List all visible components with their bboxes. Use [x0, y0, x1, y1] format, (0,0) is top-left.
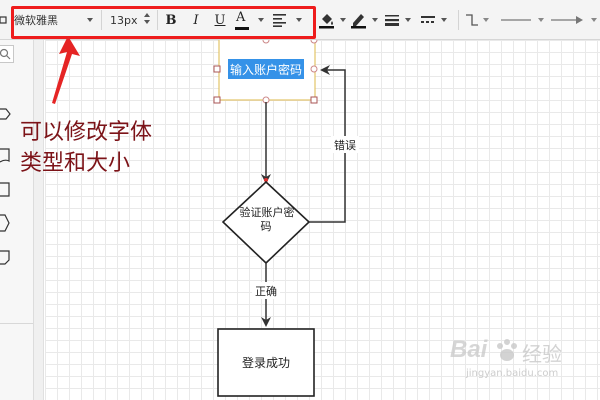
chevron-down-icon [87, 18, 93, 22]
connection-point [264, 178, 268, 182]
arrow-right-icon [551, 16, 583, 24]
input-box-label: 输入账户密码 [230, 62, 302, 77]
connector-type-button[interactable] [464, 0, 492, 40]
watermark-product: 经验 [522, 342, 562, 366]
chevron-down-icon [258, 18, 264, 22]
line-weight-button[interactable] [384, 0, 414, 40]
correct-label-bg [252, 282, 280, 299]
bold-button[interactable]: B [165, 12, 177, 28]
panel-divider [0, 323, 33, 324]
chevron-down-icon [372, 18, 378, 22]
font-family-value: 微软雅黑 [14, 14, 58, 27]
toolbar-divider [157, 10, 158, 30]
panel-splitter[interactable] [34, 40, 44, 400]
flowchart-diagram: 输入账户密码 验证账户密 码 错误 正确 [213, 40, 359, 397]
font-color-swatch [235, 27, 249, 30]
shape-offpage-icon[interactable] [0, 250, 12, 266]
login-success-box[interactable]: 登录成功 [217, 328, 315, 397]
font-color-label: A [236, 10, 246, 25]
annotation-line-1: 可以修改字体 [20, 120, 153, 145]
text-align-button[interactable] [272, 0, 304, 40]
shape-document-icon[interactable] [0, 148, 12, 164]
shape-rectangle-icon[interactable] [0, 182, 12, 198]
watermark-brand: Bai [450, 336, 488, 363]
shape-tile-icon[interactable] [0, 108, 12, 120]
paint-bucket-icon [319, 14, 334, 29]
verify-label-line2: 码 [261, 220, 272, 233]
shape-hexagon-icon[interactable] [0, 214, 12, 232]
chevron-down-icon [441, 18, 447, 22]
format-toolbar: 微软雅黑 13px B I U A [0, 0, 600, 40]
dash-style-icon [421, 16, 435, 23]
toolbar-divider [458, 10, 459, 30]
shape-search-box[interactable] [0, 45, 14, 63]
fill-color-button[interactable] [318, 0, 348, 40]
red-pointer-arrow [52, 36, 80, 104]
underline-button[interactable]: U [214, 12, 226, 28]
error-label-bg [331, 136, 359, 153]
annotation-line-2: 类型和大小 [20, 151, 131, 176]
annotation-text: 可以修改字体 类型和大小 [20, 117, 210, 179]
pen-icon [351, 14, 366, 29]
watermark-site: jingyan.baidu.com [466, 368, 559, 379]
font-size-value: 13px [110, 13, 138, 27]
elbow-connector-icon [466, 14, 478, 26]
verify-label-line1: 验证账户密 [240, 205, 295, 219]
chevron-down-icon [296, 18, 302, 22]
chevron-down-icon [538, 18, 544, 22]
font-color-button[interactable]: A [234, 0, 264, 40]
chevron-down-icon [405, 18, 411, 22]
italic-button[interactable]: I [193, 12, 199, 28]
line-start-icon [501, 19, 531, 21]
correct-label: 正确 [255, 285, 277, 298]
chevron-down-icon [340, 18, 346, 22]
panel-toggle-icon[interactable] [0, 0, 10, 40]
error-label: 错误 [334, 138, 356, 152]
dash-style-button[interactable] [420, 0, 450, 40]
line-start-button[interactable] [500, 0, 546, 40]
paw-logo-icon [497, 339, 517, 361]
toolbar-divider [101, 10, 102, 30]
chevron-down-icon [591, 18, 597, 22]
shape-library-panel [0, 40, 34, 400]
font-family-select[interactable]: 微软雅黑 [14, 0, 100, 40]
align-left-icon [273, 14, 286, 27]
input-account-password-box[interactable]: 输入账户密码 [218, 40, 316, 101]
success-label: 登录成功 [242, 355, 290, 370]
line-color-button[interactable] [350, 0, 380, 40]
chevron-down-icon [483, 18, 489, 22]
line-weight-icon [385, 15, 399, 26]
font-size-stepper[interactable]: 13px [110, 0, 156, 40]
line-end-button[interactable] [550, 0, 598, 40]
stepper-arrows-icon[interactable] [143, 13, 151, 27]
search-icon [0, 48, 11, 60]
verify-account-password-diamond[interactable]: 验证账户密 码 [221, 180, 311, 265]
